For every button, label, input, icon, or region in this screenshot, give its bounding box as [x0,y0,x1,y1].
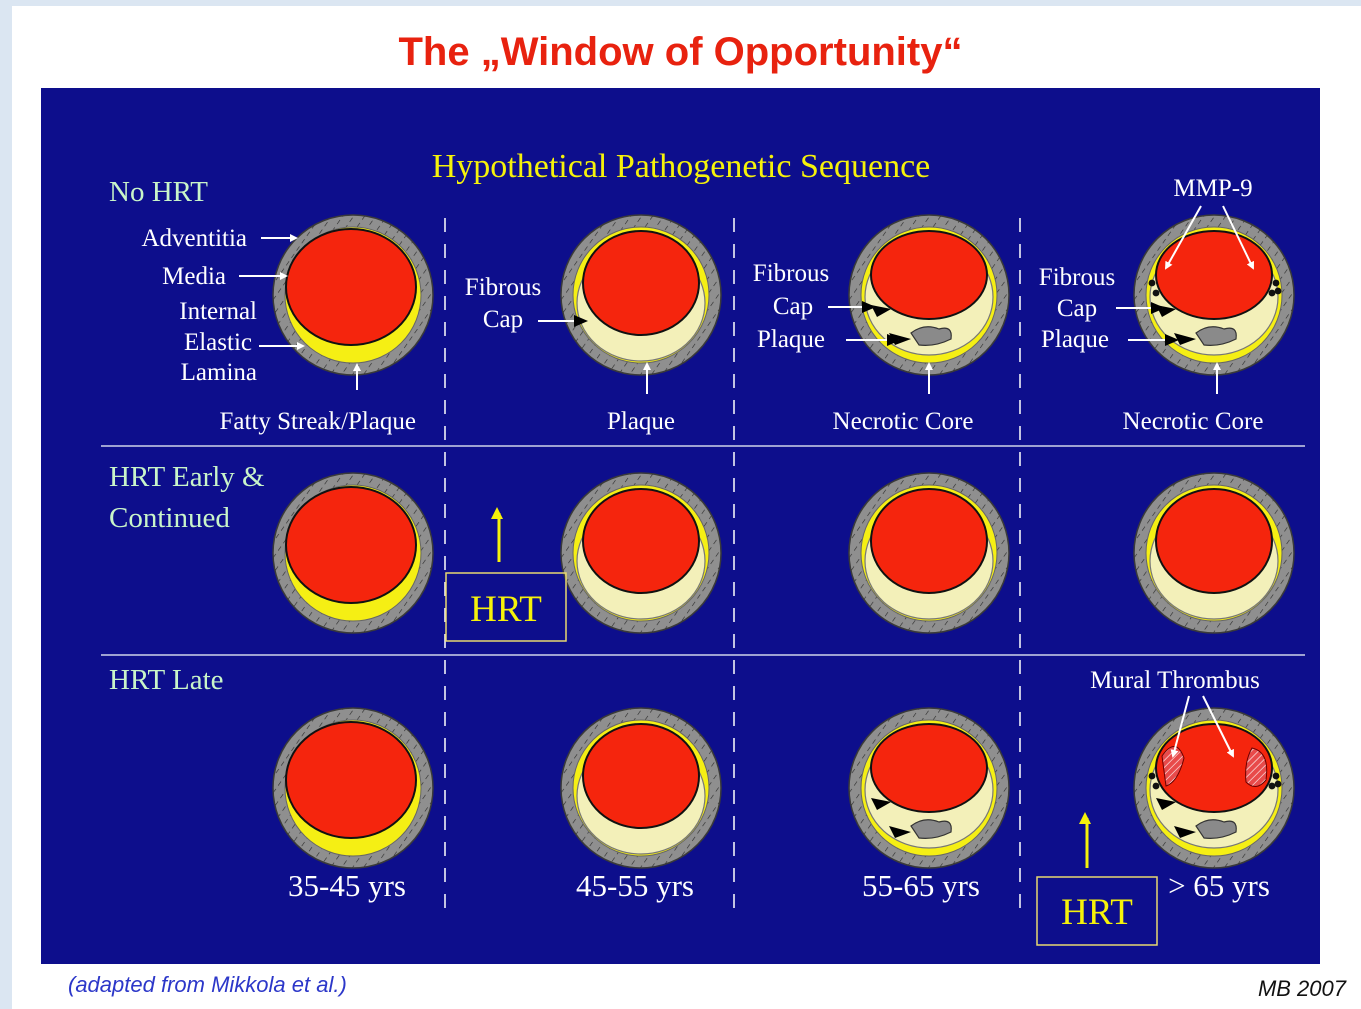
row-label-hrt-early-line2: Continued [109,502,230,534]
label-cap-col3: Cap [773,293,813,320]
source-citation: (adapted from Mikkola et al.) [68,972,347,997]
label-plaque-col2: Plaque [607,408,675,435]
label-fibrous-col4: Fibrous [1039,264,1115,291]
label-cap-col4: Cap [1057,295,1097,322]
label-media: Media [162,263,226,290]
vessel-cross-section [1133,707,1295,869]
page-title: The „Window of Opportunity“ [398,30,963,74]
grid-lines [101,218,1305,908]
vessel-cross-section [272,707,434,869]
vessel-cross-section [1133,472,1295,634]
label-fibrous-col2: Fibrous [465,274,541,301]
label-mural-thrombus: Mural Thrombus [1090,667,1260,694]
vessel-cross-section [848,214,1010,376]
vessel-cross-sections [272,214,1295,869]
hrt-label-early: HRT [470,589,542,630]
label-cap-col2: Cap [483,306,523,333]
row-label-hrt-late: HRT Late [109,664,224,696]
label-elastic: Elastic [184,329,252,356]
label-necrotic-core-col3: Necrotic Core [833,408,974,435]
diagram-heading: Hypothetical Pathogenetic Sequence [432,148,931,185]
label-fatty-streak: Fatty Streak/Plaque [220,408,417,435]
label-plaque-col4: Plaque [1041,326,1109,353]
vessel-cross-section [560,707,722,869]
vessel-cross-section [1133,214,1295,376]
age-label-2: 45-55 yrs [576,868,694,903]
hrt-marker-late: HRT [1036,812,1158,946]
diagram-canvas: Hypothetical Pathogenetic Sequence No HR… [101,148,1305,946]
label-internal: Internal [179,298,257,325]
vessel-cross-section [272,472,434,634]
hrt-marker-early: HRT [445,507,567,642]
vessel-cross-section [272,214,434,376]
vessel-cross-section [848,472,1010,634]
hrt-label-late: HRT [1061,892,1133,933]
label-lamina: Lamina [181,359,257,386]
vessel-cross-section [560,214,722,376]
vessel-cross-section [848,707,1010,869]
diagram-panel: Hypothetical Pathogenetic Sequence No HR… [41,88,1320,964]
vessel-cross-section [560,472,722,634]
age-label-1: 35-45 yrs [288,868,406,903]
label-necrotic-core-col4: Necrotic Core [1123,408,1264,435]
row-label-hrt-early-line1: HRT Early & [109,461,265,493]
label-plaque-col3: Plaque [757,326,825,353]
author-credit: MB 2007 [1257,976,1346,1001]
age-label-3: 55-65 yrs [862,868,980,903]
row-label-no-hrt: No HRT [109,176,208,208]
label-mmp9: MMP-9 [1173,175,1252,202]
label-fibrous-col3: Fibrous [753,260,829,287]
age-label-4: > 65 yrs [1168,868,1270,903]
label-adventitia: Adventitia [141,225,247,252]
